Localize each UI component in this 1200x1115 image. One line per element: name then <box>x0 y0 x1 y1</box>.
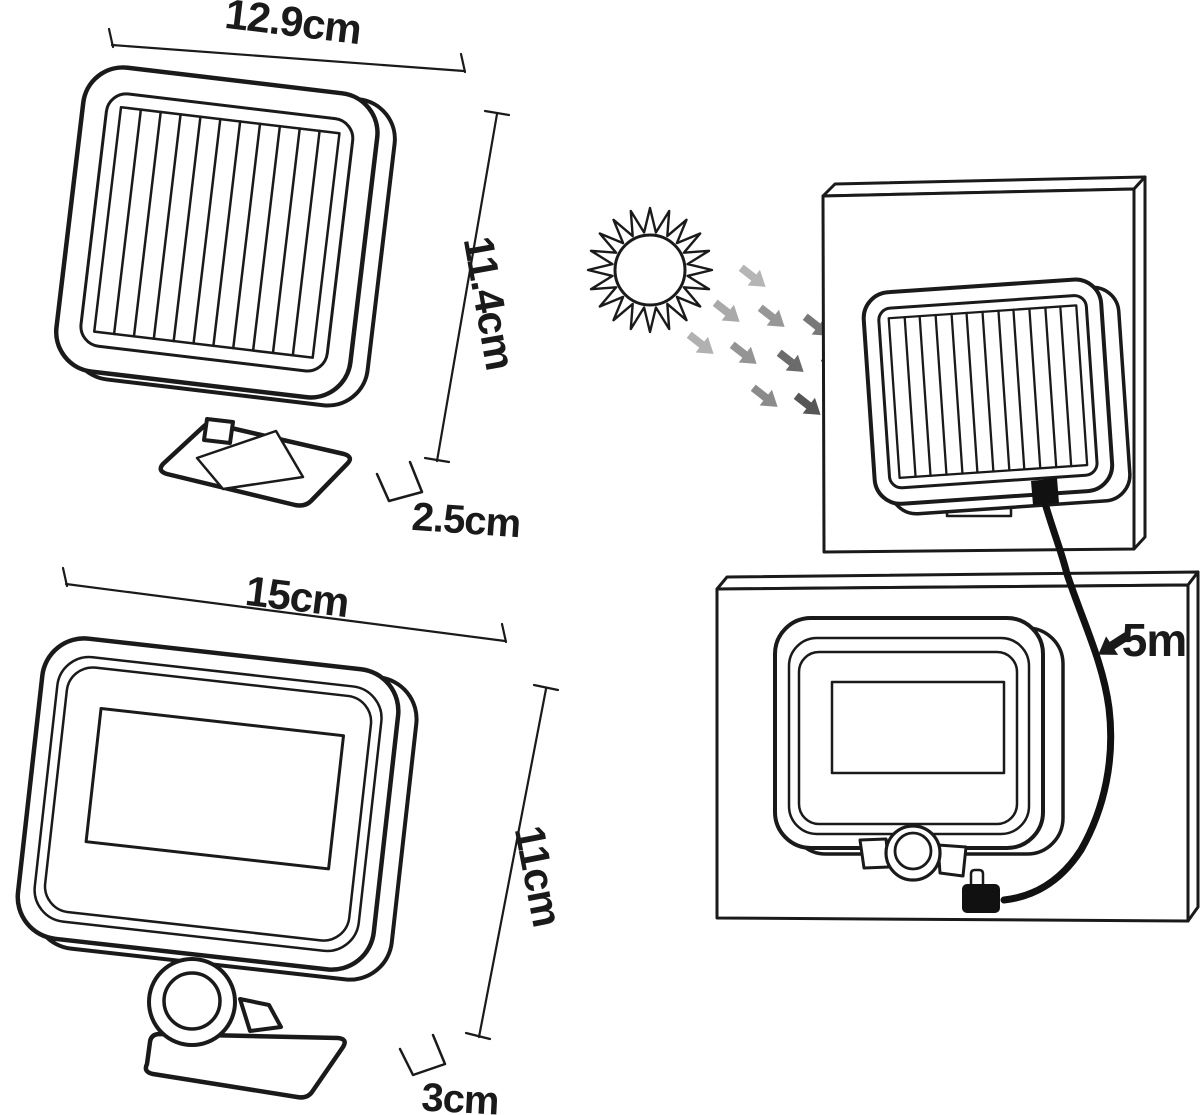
installation-figure <box>586 175 1200 923</box>
depth-dimension-bracket <box>375 460 424 503</box>
sun-icon <box>586 206 714 334</box>
wall-mounted-floodlight <box>773 616 1065 882</box>
depth-dimension-bracket <box>398 1033 447 1077</box>
floodlight-dimension-lines <box>61 566 560 1077</box>
floodlight-figure <box>15 566 560 1100</box>
motion-sensor <box>147 957 237 1047</box>
panel-cable-connector <box>1031 478 1059 505</box>
cable-length-label: 5m <box>1121 614 1187 666</box>
floodlight-stand <box>143 997 347 1100</box>
floodlight-drawing <box>15 636 419 982</box>
solar-panel-drawing <box>53 65 397 408</box>
dc-plug-icon <box>962 868 1000 913</box>
solar-panel-dimension-lines <box>107 27 511 503</box>
width-dimension-line <box>64 582 507 643</box>
floodlight-window <box>830 680 1006 775</box>
height-dimension-line <box>435 112 499 463</box>
wall-mounted-solar-panel <box>861 277 1132 516</box>
height-dimension-line <box>477 687 548 1039</box>
floodlight-depth-label: 3cm <box>420 1075 500 1115</box>
power-cable <box>1000 496 1115 904</box>
floodlight-window <box>84 706 346 871</box>
solar-panel-figure <box>53 27 511 508</box>
solar-cell-stripes <box>887 304 1089 480</box>
width-dimension-line <box>110 43 466 73</box>
solar-cell-stripes <box>92 105 341 359</box>
solar-panel-stand <box>158 417 353 508</box>
solar-panel-depth-label: 2.5cm <box>410 494 522 547</box>
